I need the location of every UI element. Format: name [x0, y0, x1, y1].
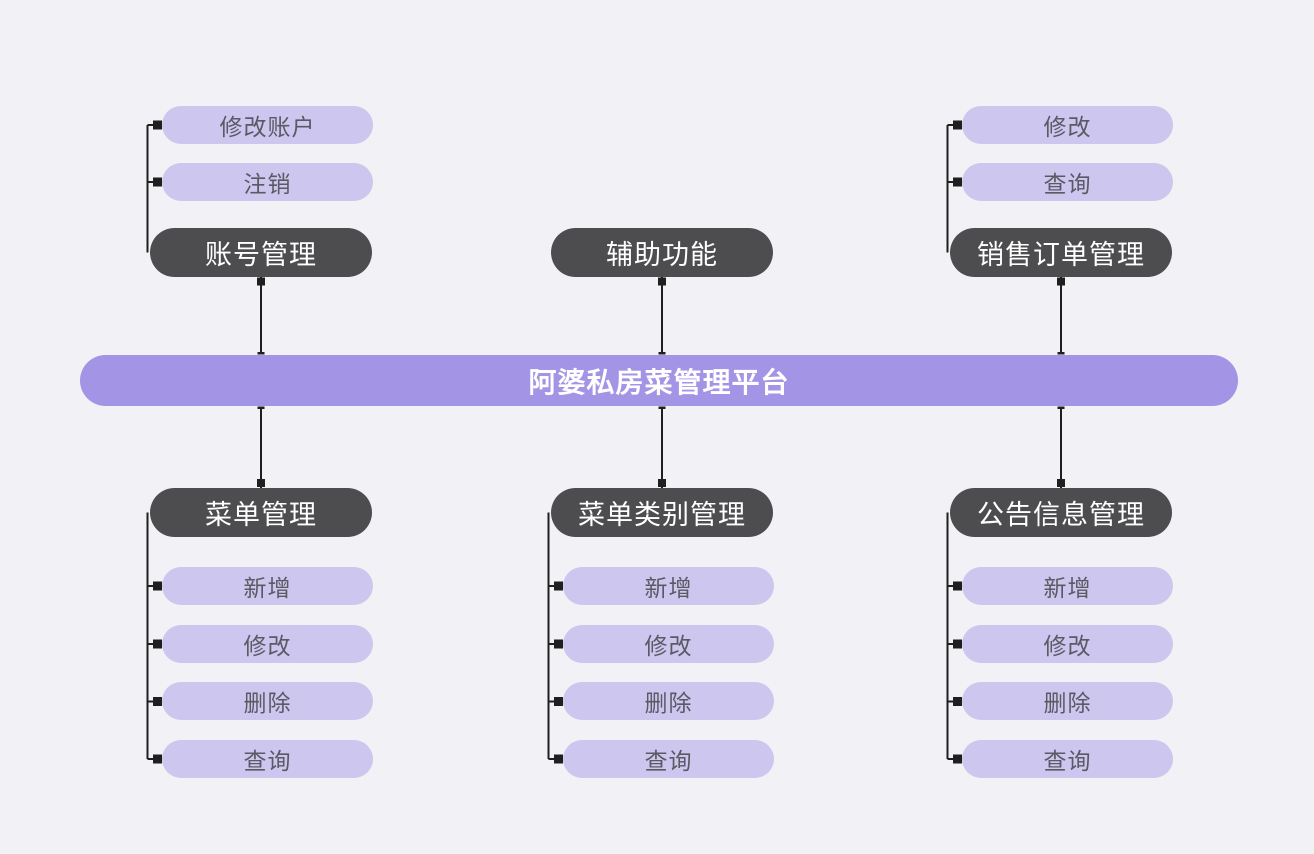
root-node-platform[interactable]: 阿婆私房菜管理平台: [80, 355, 1238, 406]
leaf-category-delete[interactable]: 删除: [563, 682, 774, 720]
leaf-deregister[interactable]: 注销: [162, 163, 373, 201]
node-auxiliary-functions[interactable]: 辅助功能: [551, 228, 773, 277]
leaf-announce-modify[interactable]: 修改: [962, 625, 1173, 663]
leaf-announce-add[interactable]: 新增: [962, 567, 1173, 605]
leaf-sales-query[interactable]: 查询: [962, 163, 1173, 201]
leaf-announce-delete[interactable]: 删除: [962, 682, 1173, 720]
leaf-menu-query[interactable]: 查询: [162, 740, 373, 778]
node-account-management[interactable]: 账号管理: [150, 228, 372, 277]
leaf-announce-query[interactable]: 查询: [962, 740, 1173, 778]
leaf-modify-account[interactable]: 修改账户: [162, 106, 373, 144]
leaf-menu-add[interactable]: 新增: [162, 567, 373, 605]
leaf-category-modify[interactable]: 修改: [563, 625, 774, 663]
leaf-category-query[interactable]: 查询: [563, 740, 774, 778]
leaf-sales-modify[interactable]: 修改: [962, 106, 1173, 144]
node-menu-category-management[interactable]: 菜单类别管理: [551, 488, 773, 537]
leaf-menu-modify[interactable]: 修改: [162, 625, 373, 663]
node-sales-order-management[interactable]: 销售订单管理: [950, 228, 1172, 277]
leaf-category-add[interactable]: 新增: [563, 567, 774, 605]
node-menu-management[interactable]: 菜单管理: [150, 488, 372, 537]
leaf-menu-delete[interactable]: 删除: [162, 682, 373, 720]
node-announcement-management[interactable]: 公告信息管理: [950, 488, 1172, 537]
